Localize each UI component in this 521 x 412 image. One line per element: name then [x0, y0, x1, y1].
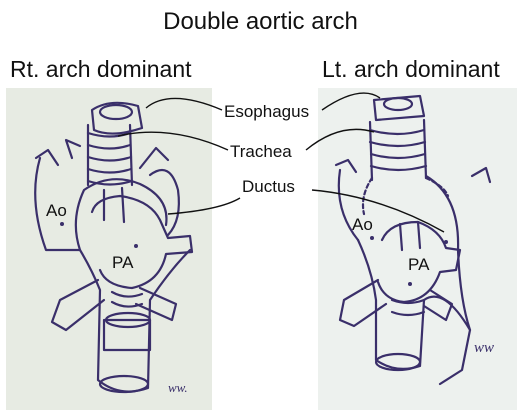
left-ao-label: Ao	[46, 201, 67, 220]
left-pa-label: PA	[112, 253, 134, 272]
ductus-label: Ductus	[242, 177, 295, 196]
right-pa-label: PA	[408, 255, 430, 274]
right-drawing: Ao PA ww	[318, 88, 517, 410]
esophagus-label: Esophagus	[224, 102, 309, 121]
trachea-label: Trachea	[230, 142, 292, 161]
right-paper	[318, 88, 517, 410]
left-signature: ww.	[168, 380, 188, 395]
left-drawing: Ao PA ww.	[6, 88, 212, 410]
right-ao-label: Ao	[352, 215, 373, 234]
right-signature: ww	[474, 340, 494, 356]
